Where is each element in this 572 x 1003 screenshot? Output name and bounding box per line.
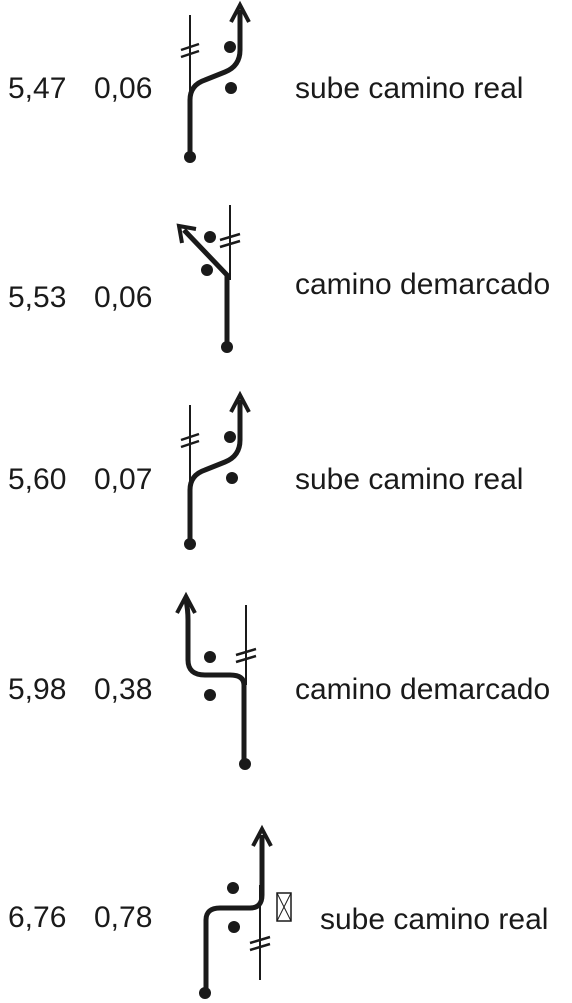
step-partial: 0,38 — [94, 673, 153, 706]
step-partial: 0,06 — [94, 281, 153, 314]
fork-right-up-icon — [180, 0, 251, 163]
step-km: 6,76 — [8, 901, 67, 934]
roadbook-step: 5,60 0,07 sube camino real — [0, 390, 572, 570]
step-partial: 0,78 — [94, 901, 153, 934]
roadbook-step: 5,47 0,06 sube camino real — [0, 0, 572, 190]
step-km: 5,60 — [8, 463, 67, 496]
step-km: 5,47 — [8, 72, 67, 105]
jog-right-up-with-marker-icon — [199, 824, 292, 999]
roadbook-step: 5,53 0,06 camino demarcado — [0, 190, 572, 370]
step-instruction: sube camino real — [295, 463, 524, 496]
roadbook-step: 5,98 0,38 camino demarcado — [0, 585, 572, 775]
step-partial: 0,07 — [94, 463, 153, 496]
step-instruction: camino demarcado — [295, 673, 551, 706]
step-instruction: camino demarcado — [295, 268, 551, 301]
step-km: 5,98 — [8, 673, 67, 706]
step-instruction: sube camino real — [295, 72, 524, 105]
step-partial: 0,06 — [94, 72, 153, 105]
fork-right-up-icon — [180, 390, 251, 550]
roadbook-step: 6,76 0,78 sube camino real — [0, 815, 572, 1003]
jog-left-up-icon — [175, 591, 257, 770]
branch-left-diagonal-icon — [176, 205, 241, 353]
step-instruction: sube camino real — [320, 903, 549, 936]
step-km: 5,53 — [8, 281, 67, 314]
marker-box-icon — [276, 892, 292, 922]
